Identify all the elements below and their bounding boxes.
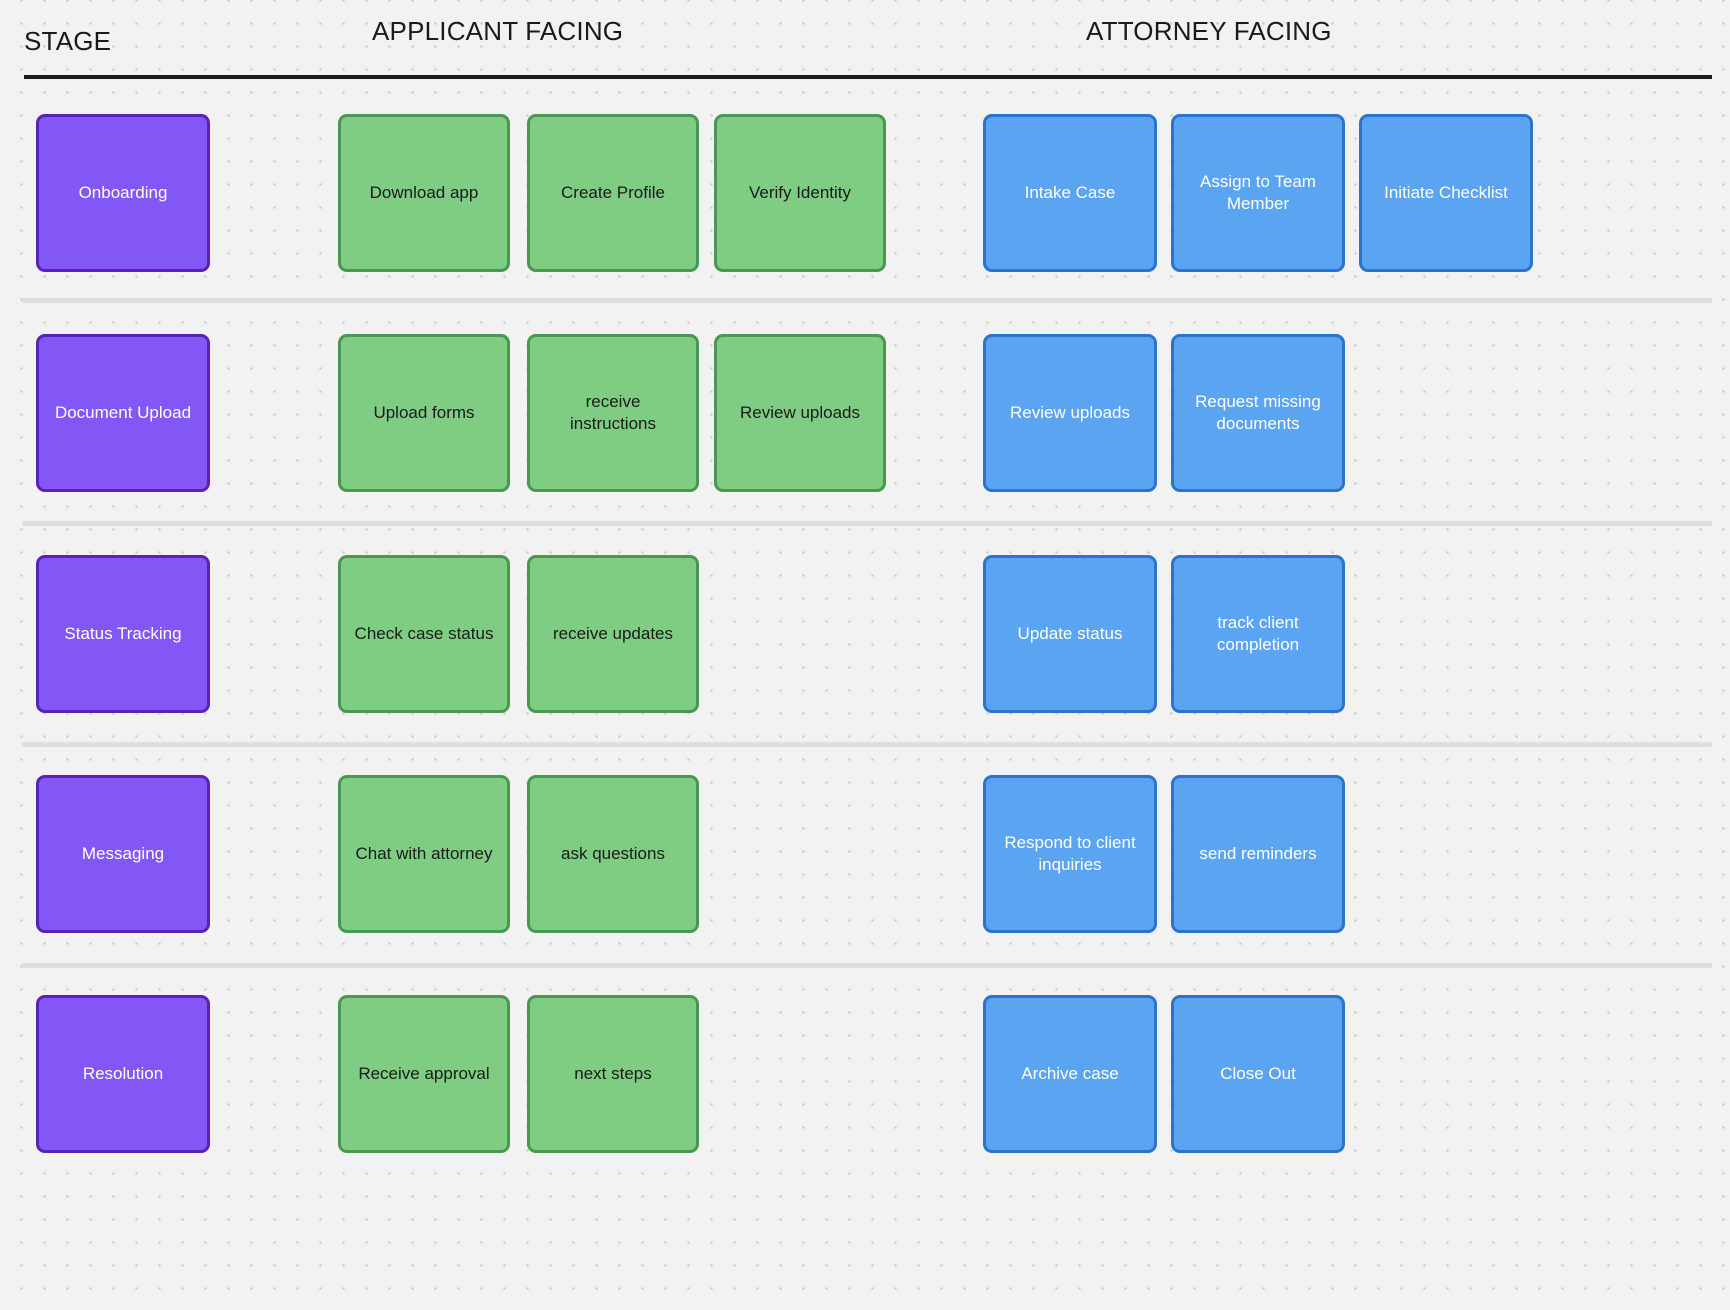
card-label: Verify Identity [748, 183, 852, 203]
card-label: Close Out [1220, 1064, 1296, 1084]
card-label: Update status [1017, 624, 1123, 644]
attorney-card-close-out[interactable]: Close Out [1171, 995, 1345, 1153]
card-label: Onboarding [78, 183, 168, 203]
card-label: Review uploads [1009, 403, 1130, 423]
card-label: Resolution [82, 1064, 164, 1084]
attorney-card-assign-to-team-member[interactable]: Assign to Team Member [1171, 114, 1345, 272]
applicant-card-create-profile[interactable]: Create Profile [527, 114, 699, 272]
applicant-card-receive-updates[interactable]: receive updates [527, 555, 699, 713]
applicant-card-receive-approval[interactable]: Receive approval [338, 995, 510, 1153]
lane-divider [22, 742, 1712, 747]
column-headers: STAGE APPLICANT FACING ATTORNEY FACING [0, 0, 1730, 84]
card-label: receive updates [552, 624, 674, 644]
attorney-card-initiate-checklist[interactable]: Initiate Checklist [1359, 114, 1533, 272]
card-label: Archive case [1021, 1064, 1119, 1084]
card-label: Messaging [81, 844, 165, 864]
column-header-applicant-facing: APPLICANT FACING [372, 16, 624, 46]
applicant-card-receive-instructions[interactable]: receive instructions [527, 334, 699, 492]
card-label: Respond to client inquiries [1004, 833, 1136, 874]
applicant-card-chat-with-attorney[interactable]: Chat with attorney [338, 775, 510, 933]
stage-card-resolution[interactable]: Resolution [36, 995, 210, 1153]
stage-card-onboarding[interactable]: Onboarding [36, 114, 210, 272]
applicant-card-ask-questions[interactable]: ask questions [527, 775, 699, 933]
card-label: Assign to Team Member [1200, 172, 1316, 213]
card-label: Create Profile [561, 183, 665, 203]
attorney-card-review-uploads[interactable]: Review uploads [983, 334, 1157, 492]
card-label: Upload forms [373, 403, 475, 423]
card-label: Review uploads [739, 403, 860, 423]
attorney-card-track-client-completion[interactable]: track client completion [1171, 555, 1345, 713]
lane-divider [22, 963, 1712, 968]
card-label: send reminders [1199, 844, 1317, 864]
attorney-card-archive-case[interactable]: Archive case [983, 995, 1157, 1153]
card-label: Status Tracking [64, 624, 182, 644]
column-header-attorney-facing: ATTORNEY FACING [1086, 16, 1332, 46]
card-label: Request missing documents [1195, 392, 1321, 433]
card-label: next steps [574, 1064, 652, 1084]
lane-divider [22, 298, 1712, 303]
card-label: Download app [369, 183, 479, 203]
applicant-card-review-uploads[interactable]: Review uploads [714, 334, 886, 492]
header-rule [24, 75, 1712, 79]
lane-divider [22, 521, 1712, 526]
attorney-card-request-missing-documents[interactable]: Request missing documents [1171, 334, 1345, 492]
attorney-card-respond-to-client-inquiries[interactable]: Respond to client inquiries [983, 775, 1157, 933]
applicant-card-check-case-status[interactable]: Check case status [338, 555, 510, 713]
card-label: ask questions [561, 844, 665, 864]
applicant-card-upload-forms[interactable]: Upload forms [338, 334, 510, 492]
attorney-card-send-reminders[interactable]: send reminders [1171, 775, 1345, 933]
stage-card-messaging[interactable]: Messaging [36, 775, 210, 933]
card-label: track client completion [1216, 613, 1300, 654]
column-header-stage: STAGE [24, 26, 112, 56]
applicant-card-download-app[interactable]: Download app [338, 114, 510, 272]
card-label: Receive approval [358, 1064, 490, 1084]
attorney-card-intake-case[interactable]: Intake Case [983, 114, 1157, 272]
card-label: Intake Case [1024, 183, 1116, 203]
stage-card-document-upload[interactable]: Document Upload [36, 334, 210, 492]
card-label: Check case status [354, 624, 494, 644]
card-label: Initiate Checklist [1384, 183, 1508, 203]
attorney-card-update-status[interactable]: Update status [983, 555, 1157, 713]
card-label: Chat with attorney [355, 844, 493, 864]
card-label: receive instructions [570, 392, 656, 433]
applicant-card-verify-identity[interactable]: Verify Identity [714, 114, 886, 272]
applicant-card-next-steps[interactable]: next steps [527, 995, 699, 1153]
stage-card-status-tracking[interactable]: Status Tracking [36, 555, 210, 713]
card-label: Document Upload [54, 403, 192, 423]
